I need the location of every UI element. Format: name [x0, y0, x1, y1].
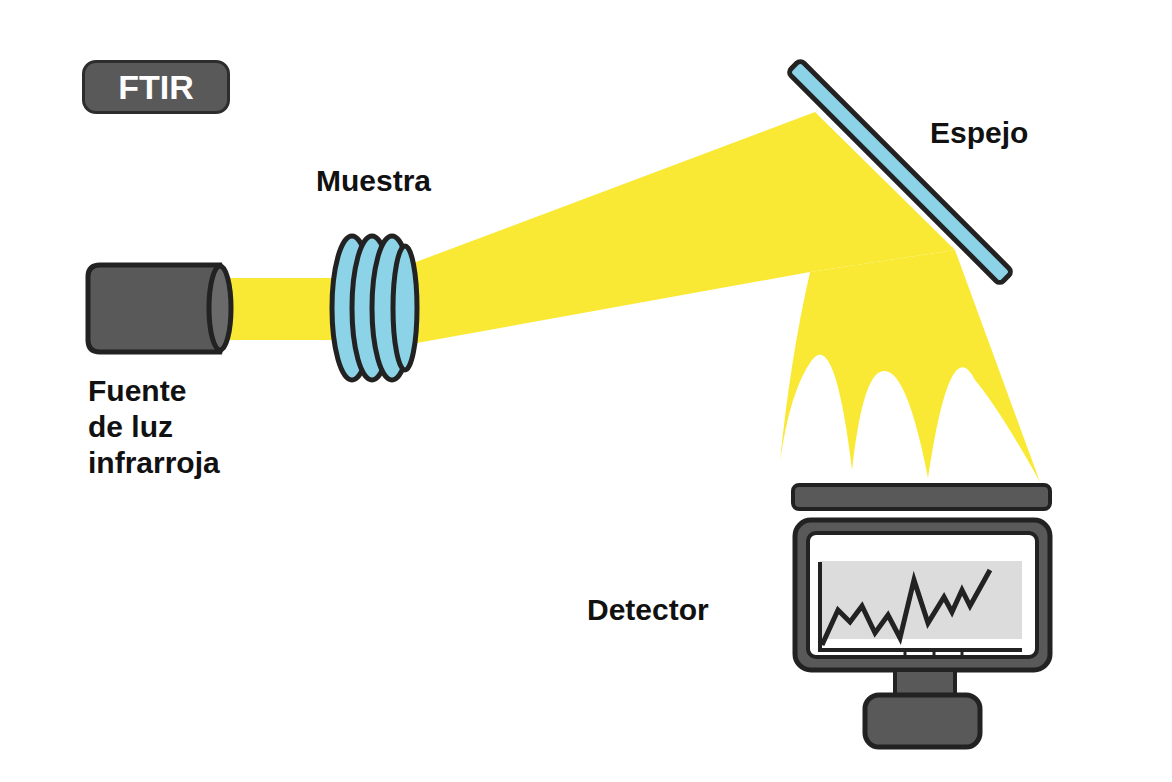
- part-label: Espejo: [930, 115, 1028, 151]
- part-label: Muestra: [316, 163, 431, 199]
- badge-text: FTIR: [118, 68, 194, 107]
- mirror: [788, 60, 1013, 285]
- part-label: Fuente de luz infrarroja: [88, 373, 222, 481]
- sample-discs: [332, 236, 417, 380]
- part-label: Detector: [587, 592, 709, 628]
- detector: [793, 485, 1050, 747]
- title-badge: FTIR: [82, 60, 230, 114]
- light-source: [88, 265, 231, 352]
- reflected-beam: [780, 250, 1040, 482]
